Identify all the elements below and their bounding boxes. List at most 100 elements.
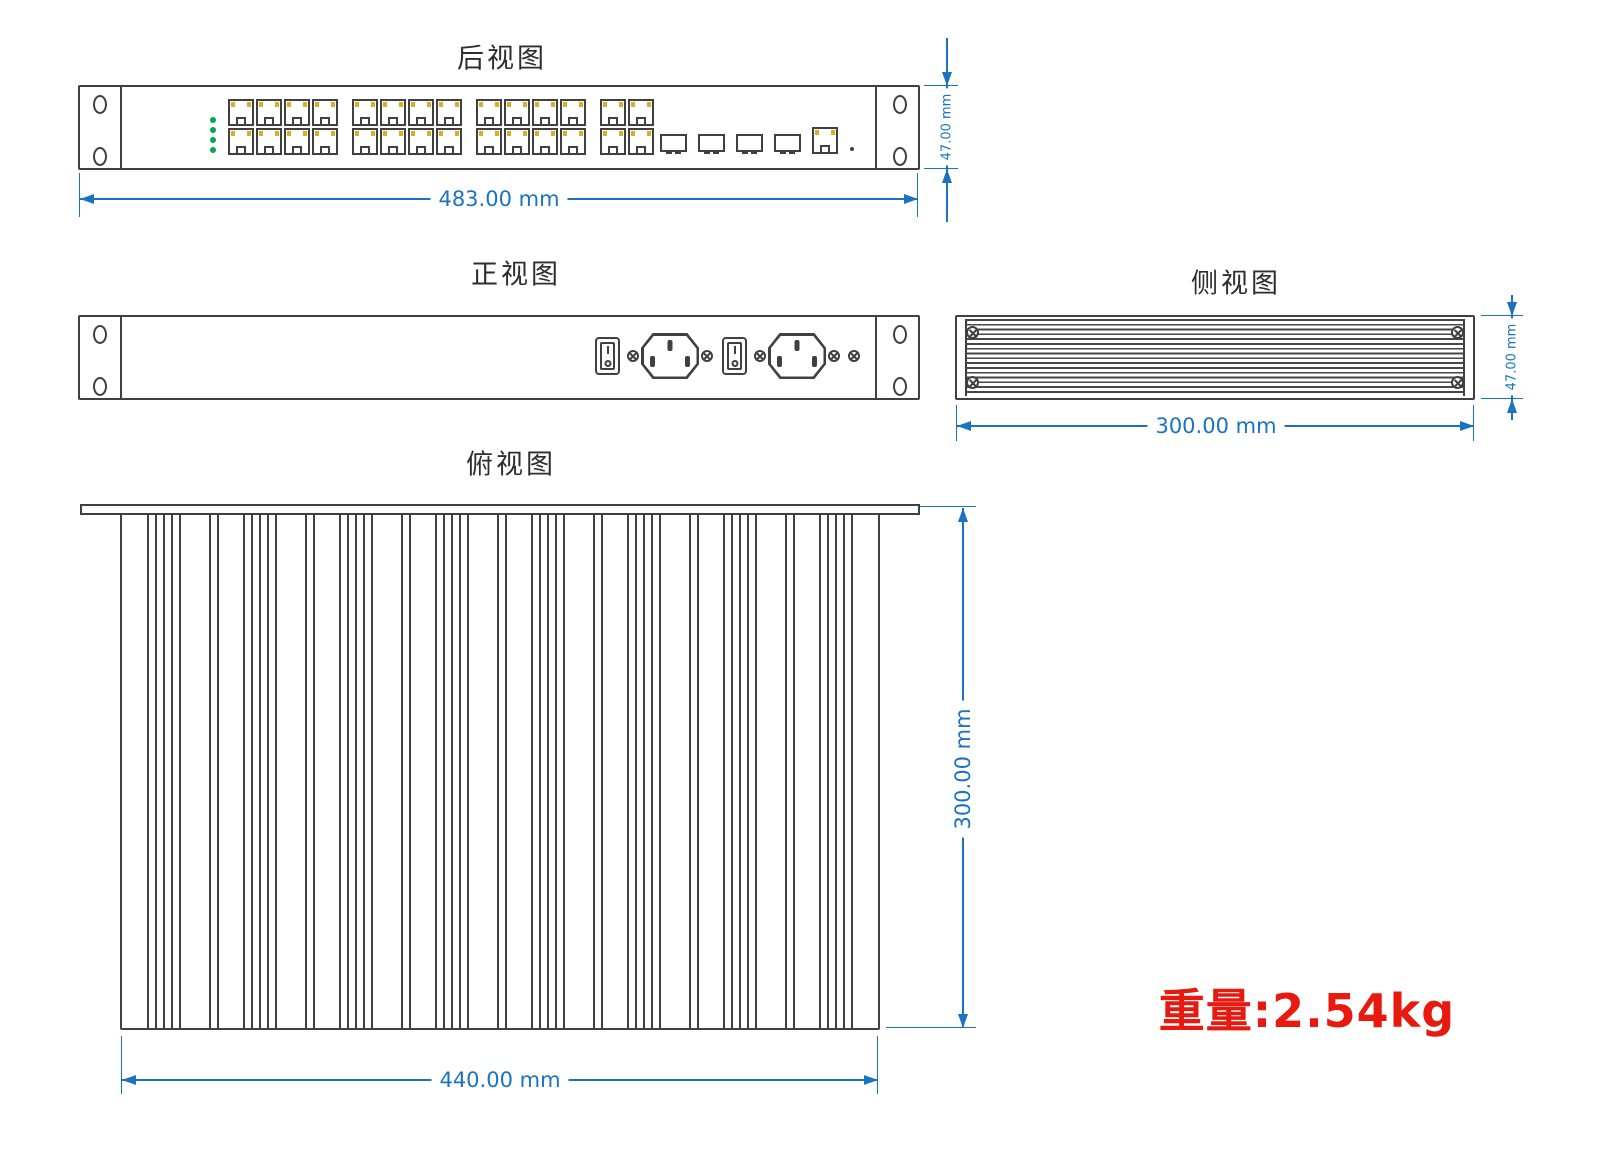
sfp-slot <box>698 134 725 154</box>
rj45-port <box>560 99 586 126</box>
rj45-port <box>380 99 406 126</box>
extension-line <box>956 405 957 441</box>
sfp-slot <box>774 134 801 154</box>
mounting-hole <box>893 147 907 166</box>
status-led <box>210 127 216 133</box>
dimension-arrow <box>1507 302 1517 316</box>
extension-line <box>1481 398 1523 399</box>
status-led <box>210 137 216 143</box>
rj45-port <box>380 128 406 155</box>
screw-icon <box>627 350 639 362</box>
power-switch-icon <box>722 337 747 375</box>
dimension-arrow <box>122 1075 136 1085</box>
top-depth-dimension-label: 300.00 mm <box>950 700 976 838</box>
rj45-port <box>312 99 338 126</box>
mounting-hole <box>893 95 907 114</box>
rear-view-title: 后视图 <box>457 43 547 75</box>
mounting-hole <box>93 325 107 344</box>
side-ribs-texture <box>965 319 1465 396</box>
screw-icon <box>966 326 979 339</box>
sfp-slot <box>660 134 687 154</box>
console-port <box>812 127 838 154</box>
rj45-port <box>628 128 654 155</box>
extension-line <box>886 1027 976 1028</box>
screw-icon <box>848 350 860 362</box>
dimension-arrow <box>958 508 968 522</box>
ac-inlet-icon <box>768 333 826 379</box>
mounting-hole <box>893 325 907 344</box>
front-view-title: 正视图 <box>471 259 561 291</box>
rj45-port <box>560 128 586 155</box>
extension-line <box>121 1036 122 1094</box>
screw-icon <box>1451 326 1464 339</box>
rj45-port <box>600 128 626 155</box>
dimension-arrow <box>957 421 971 431</box>
dimension-arrow <box>1507 399 1517 413</box>
right-ear-divider <box>875 317 877 398</box>
weight-label: 重量:2.54kg <box>1158 984 1456 1038</box>
rj45-port <box>312 128 338 155</box>
rj45-port <box>228 99 254 126</box>
status-led <box>210 147 216 153</box>
right-ear-divider <box>875 87 877 168</box>
left-ear-divider <box>120 317 122 398</box>
rj45-port <box>408 99 434 126</box>
top-view-title: 俯视图 <box>466 449 556 481</box>
top-panel-body <box>120 513 880 1030</box>
dimension-arrow <box>942 169 952 183</box>
extension-line <box>886 506 976 507</box>
screw-icon <box>701 350 713 362</box>
extension-line <box>1481 315 1523 316</box>
rj45-port <box>532 128 558 155</box>
status-led <box>210 117 216 123</box>
heatsink-fins-texture <box>147 515 853 1028</box>
rj45-port <box>284 128 310 155</box>
rj45-port <box>256 99 282 126</box>
rj45-port <box>628 99 654 126</box>
screw-icon <box>1451 376 1464 389</box>
screw-icon <box>966 376 979 389</box>
rj45-port <box>284 99 310 126</box>
rear-width-dimension-label: 483.00 mm <box>430 186 568 212</box>
mounting-hole <box>93 95 107 114</box>
mounting-hole <box>893 377 907 396</box>
rj45-port <box>504 128 530 155</box>
screw-icon <box>754 350 766 362</box>
rj45-port <box>436 99 462 126</box>
mounting-hole <box>93 377 107 396</box>
extension-line <box>924 168 958 169</box>
left-ear-divider <box>120 87 122 168</box>
reset-pinhole <box>850 147 854 151</box>
rear-panel-body <box>78 85 920 170</box>
extension-line <box>924 85 958 86</box>
rj45-port <box>352 128 378 155</box>
dimension-arrow <box>904 194 918 204</box>
front-panel-body <box>78 315 920 400</box>
rj45-port <box>352 99 378 126</box>
side-panel-body <box>955 315 1475 400</box>
rj45-port <box>228 128 254 155</box>
dimension-arrow <box>864 1075 878 1085</box>
rj45-port <box>476 128 502 155</box>
rj45-port <box>532 99 558 126</box>
power-switch-icon <box>595 337 620 375</box>
dimension-arrow <box>80 194 94 204</box>
dimension-arrow <box>1460 421 1474 431</box>
ac-inlet-icon <box>641 333 699 379</box>
dimension-arrow <box>958 1014 968 1028</box>
rj45-port <box>600 99 626 126</box>
sfp-slot <box>736 134 763 154</box>
rj45-port <box>436 128 462 155</box>
dimension-arrow <box>942 72 952 86</box>
top-width-dimension-label: 440.00 mm <box>431 1067 569 1093</box>
side-depth-dimension-label: 300.00 mm <box>1147 413 1285 439</box>
side-view-title: 侧视图 <box>1191 268 1281 300</box>
rj45-port <box>504 99 530 126</box>
mounting-hole <box>93 147 107 166</box>
extension-line <box>79 173 80 217</box>
screw-icon <box>828 350 840 362</box>
rj45-port <box>256 128 282 155</box>
rj45-port <box>408 128 434 155</box>
rear-height-dimension-label: 47.00 mm <box>938 88 956 166</box>
